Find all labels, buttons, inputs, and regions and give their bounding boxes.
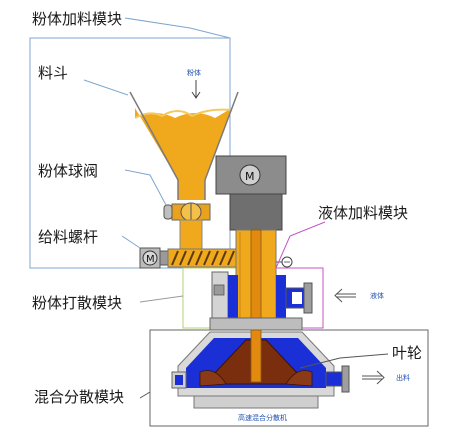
liquid-input-arrow <box>334 288 356 303</box>
leader-powder-module <box>124 17 231 39</box>
pressure-gauge <box>276 256 293 268</box>
powder-module-box <box>29 37 231 269</box>
leader-valve <box>124 169 167 206</box>
label-dispersion-module: 粉体打散模块 <box>32 294 122 312</box>
powder-ball-valve <box>163 202 211 222</box>
mixer-caption: 高速混合分散机 <box>238 413 287 422</box>
liquid-inlet-pipe <box>285 282 313 314</box>
leader-screw <box>121 235 141 249</box>
impeller <box>199 329 313 387</box>
powder-input-arrow <box>191 80 201 99</box>
liquid-in-label: 液体 <box>370 291 384 300</box>
leader-dispersion-module <box>139 295 184 303</box>
leader-impeller <box>299 353 389 369</box>
product-out-label: 出料 <box>396 373 410 382</box>
leader-liquid-module <box>275 221 326 269</box>
label-powder-module: 粉体加料模块 <box>32 10 122 28</box>
dispersion-body <box>211 271 286 325</box>
label-screw: 给料螺杆 <box>38 228 98 246</box>
leader-mixing-module <box>139 391 151 399</box>
outlet-pipe <box>325 365 350 393</box>
label-hopper: 料斗 <box>38 64 68 82</box>
label-impeller: 叶轮 <box>392 344 422 362</box>
label-powder-valve: 粉体球阀 <box>38 162 98 180</box>
powder-in-label: 粉体 <box>187 68 201 77</box>
shaft <box>250 229 262 331</box>
label-liquid-module: 液体加料模块 <box>318 204 408 222</box>
hopper <box>129 91 239 200</box>
powder-drop-pipe <box>179 219 203 251</box>
drive-housing <box>229 193 283 231</box>
main-motor <box>215 155 287 195</box>
leader-hopper <box>83 79 129 96</box>
feed-motor-symbol: M <box>146 254 155 265</box>
output-arrow <box>362 370 385 385</box>
main-motor-symbol: M <box>245 170 255 183</box>
feed-screw <box>139 247 237 269</box>
label-mixing-module: 混合分散模块 <box>34 388 124 406</box>
